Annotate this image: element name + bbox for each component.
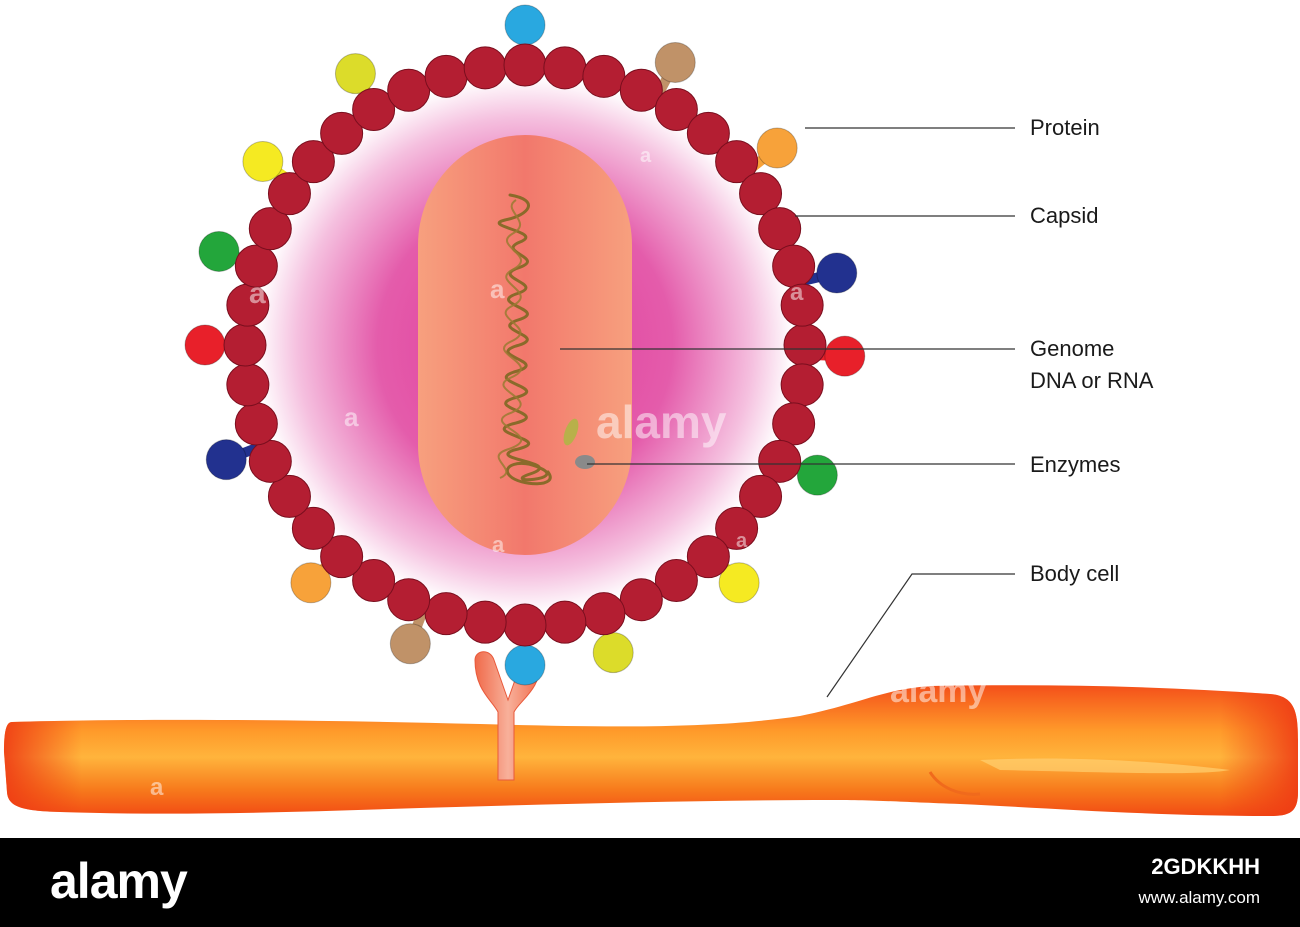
capsid-bead: [463, 46, 507, 90]
genome-strand-coil: [497, 199, 523, 479]
capsid-bead: [424, 592, 468, 636]
body-cell-fold: [928, 771, 981, 796]
capsid-bead: [352, 559, 396, 603]
capsid-bead: [387, 68, 431, 112]
capsid-bead: [758, 439, 802, 483]
label-enzymes: Enzymes: [1030, 452, 1121, 477]
footer-logo: alamy: [50, 853, 188, 909]
virus-core: [418, 135, 632, 555]
label-capsid: Capsid: [1030, 203, 1099, 228]
capsid-bead: [582, 592, 626, 636]
enzyme: [575, 455, 595, 469]
protein-spike-head: [504, 4, 546, 46]
capsid-bead: [248, 439, 292, 483]
protein-spike-head: [334, 53, 376, 95]
label-body-cell: Body cell: [1030, 561, 1120, 586]
capsid-bead: [503, 43, 547, 87]
watermark-mark-6: a: [492, 532, 505, 557]
protein-spike-head: [184, 324, 226, 366]
capsid-bead: [619, 68, 663, 112]
genome-strand: [497, 193, 552, 486]
capsid-bead: [543, 46, 587, 90]
protein-spike-head: [756, 127, 798, 169]
protein-spike-head: [796, 454, 838, 496]
watermark-mark-7: a: [736, 530, 748, 552]
watermark-mark-4: a: [640, 145, 652, 167]
capsid-bead: [291, 140, 335, 184]
capsid-bead: [234, 244, 278, 288]
capsid-bead: [654, 559, 698, 603]
label-protein: Protein: [1030, 115, 1100, 140]
capsid-bead: [352, 87, 396, 131]
watermarks: alamy alamy a a a a a a a a: [150, 145, 986, 801]
protein-spike-head: [654, 41, 696, 83]
capsid-bead: [267, 474, 311, 518]
capsid-bead: [780, 283, 824, 327]
capsid-bead: [686, 111, 730, 155]
footer-image-id: 2GDKKHH: [1151, 854, 1260, 879]
watermark-main: alamy: [596, 396, 727, 448]
virus-illustration: alamy alamy a a a a a a a a: [4, 4, 1298, 816]
capsid-bead: [248, 207, 292, 251]
protein-spike-head: [242, 140, 284, 182]
capsid-bead: [463, 600, 507, 644]
diagram-canvas: alamy alamy a a a a a a a a Protein Caps…: [4, 4, 1298, 816]
body-cell-highlight: [980, 758, 1230, 774]
capsid-bead: [234, 402, 278, 446]
capsid-bead: [387, 578, 431, 622]
capsid-beads: [223, 43, 827, 647]
body-cell-leader: [826, 573, 1015, 698]
capsid-bead: [291, 506, 335, 550]
capsid-bead: [654, 87, 698, 131]
protein-spike-head: [504, 644, 546, 686]
watermark-cell: alamy: [890, 672, 986, 710]
capsid-bead: [320, 111, 364, 155]
capsid-bead: [739, 172, 783, 216]
capsid-bead: [267, 172, 311, 216]
capsid-bead: [739, 474, 783, 518]
capsid-bead: [783, 323, 827, 367]
capsid-bead: [424, 54, 468, 98]
body-cell: [4, 685, 1298, 816]
enzyme-small: [563, 418, 579, 446]
watermark-mark-8: a: [150, 774, 164, 801]
body-cell-edge-shading: [4, 685, 1298, 816]
footer-bar: alamy 2GDKKHH www.alamy.com: [0, 838, 1300, 927]
capsid-bead: [320, 535, 364, 579]
watermark-mark-1: a: [249, 277, 266, 310]
capsid-bead: [226, 363, 270, 407]
watermark-mark-2: a: [344, 402, 359, 432]
label-genome: Genome: [1030, 336, 1115, 361]
watermark-mark-5: a: [790, 279, 804, 306]
label-genome-type: DNA or RNA: [1030, 368, 1154, 393]
protein-spike-head: [824, 335, 866, 377]
protein-spike-head: [816, 252, 858, 294]
watermark-mark-3: a: [490, 274, 505, 304]
leader-lines: [560, 127, 1015, 698]
capsid-bead: [715, 506, 759, 550]
capsid-bead: [686, 535, 730, 579]
capsid-bead: [619, 578, 663, 622]
protein-spike-head: [205, 439, 247, 481]
capsid-bead: [715, 140, 759, 184]
protein-spike-head: [198, 230, 240, 272]
protein-spike-head: [290, 562, 332, 604]
protein-spike-head: [389, 623, 431, 665]
protein-spike-head: [718, 562, 760, 604]
capsid-bead: [780, 363, 824, 407]
capsid-bead: [772, 402, 816, 446]
protein-spike-head: [592, 632, 634, 674]
capsid-bead: [582, 54, 626, 98]
capsid-bead: [543, 600, 587, 644]
footer-url: www.alamy.com: [1138, 888, 1260, 907]
capsid-bead: [758, 207, 802, 251]
capsid-bead: [503, 603, 547, 647]
capsid-bead: [223, 323, 267, 367]
